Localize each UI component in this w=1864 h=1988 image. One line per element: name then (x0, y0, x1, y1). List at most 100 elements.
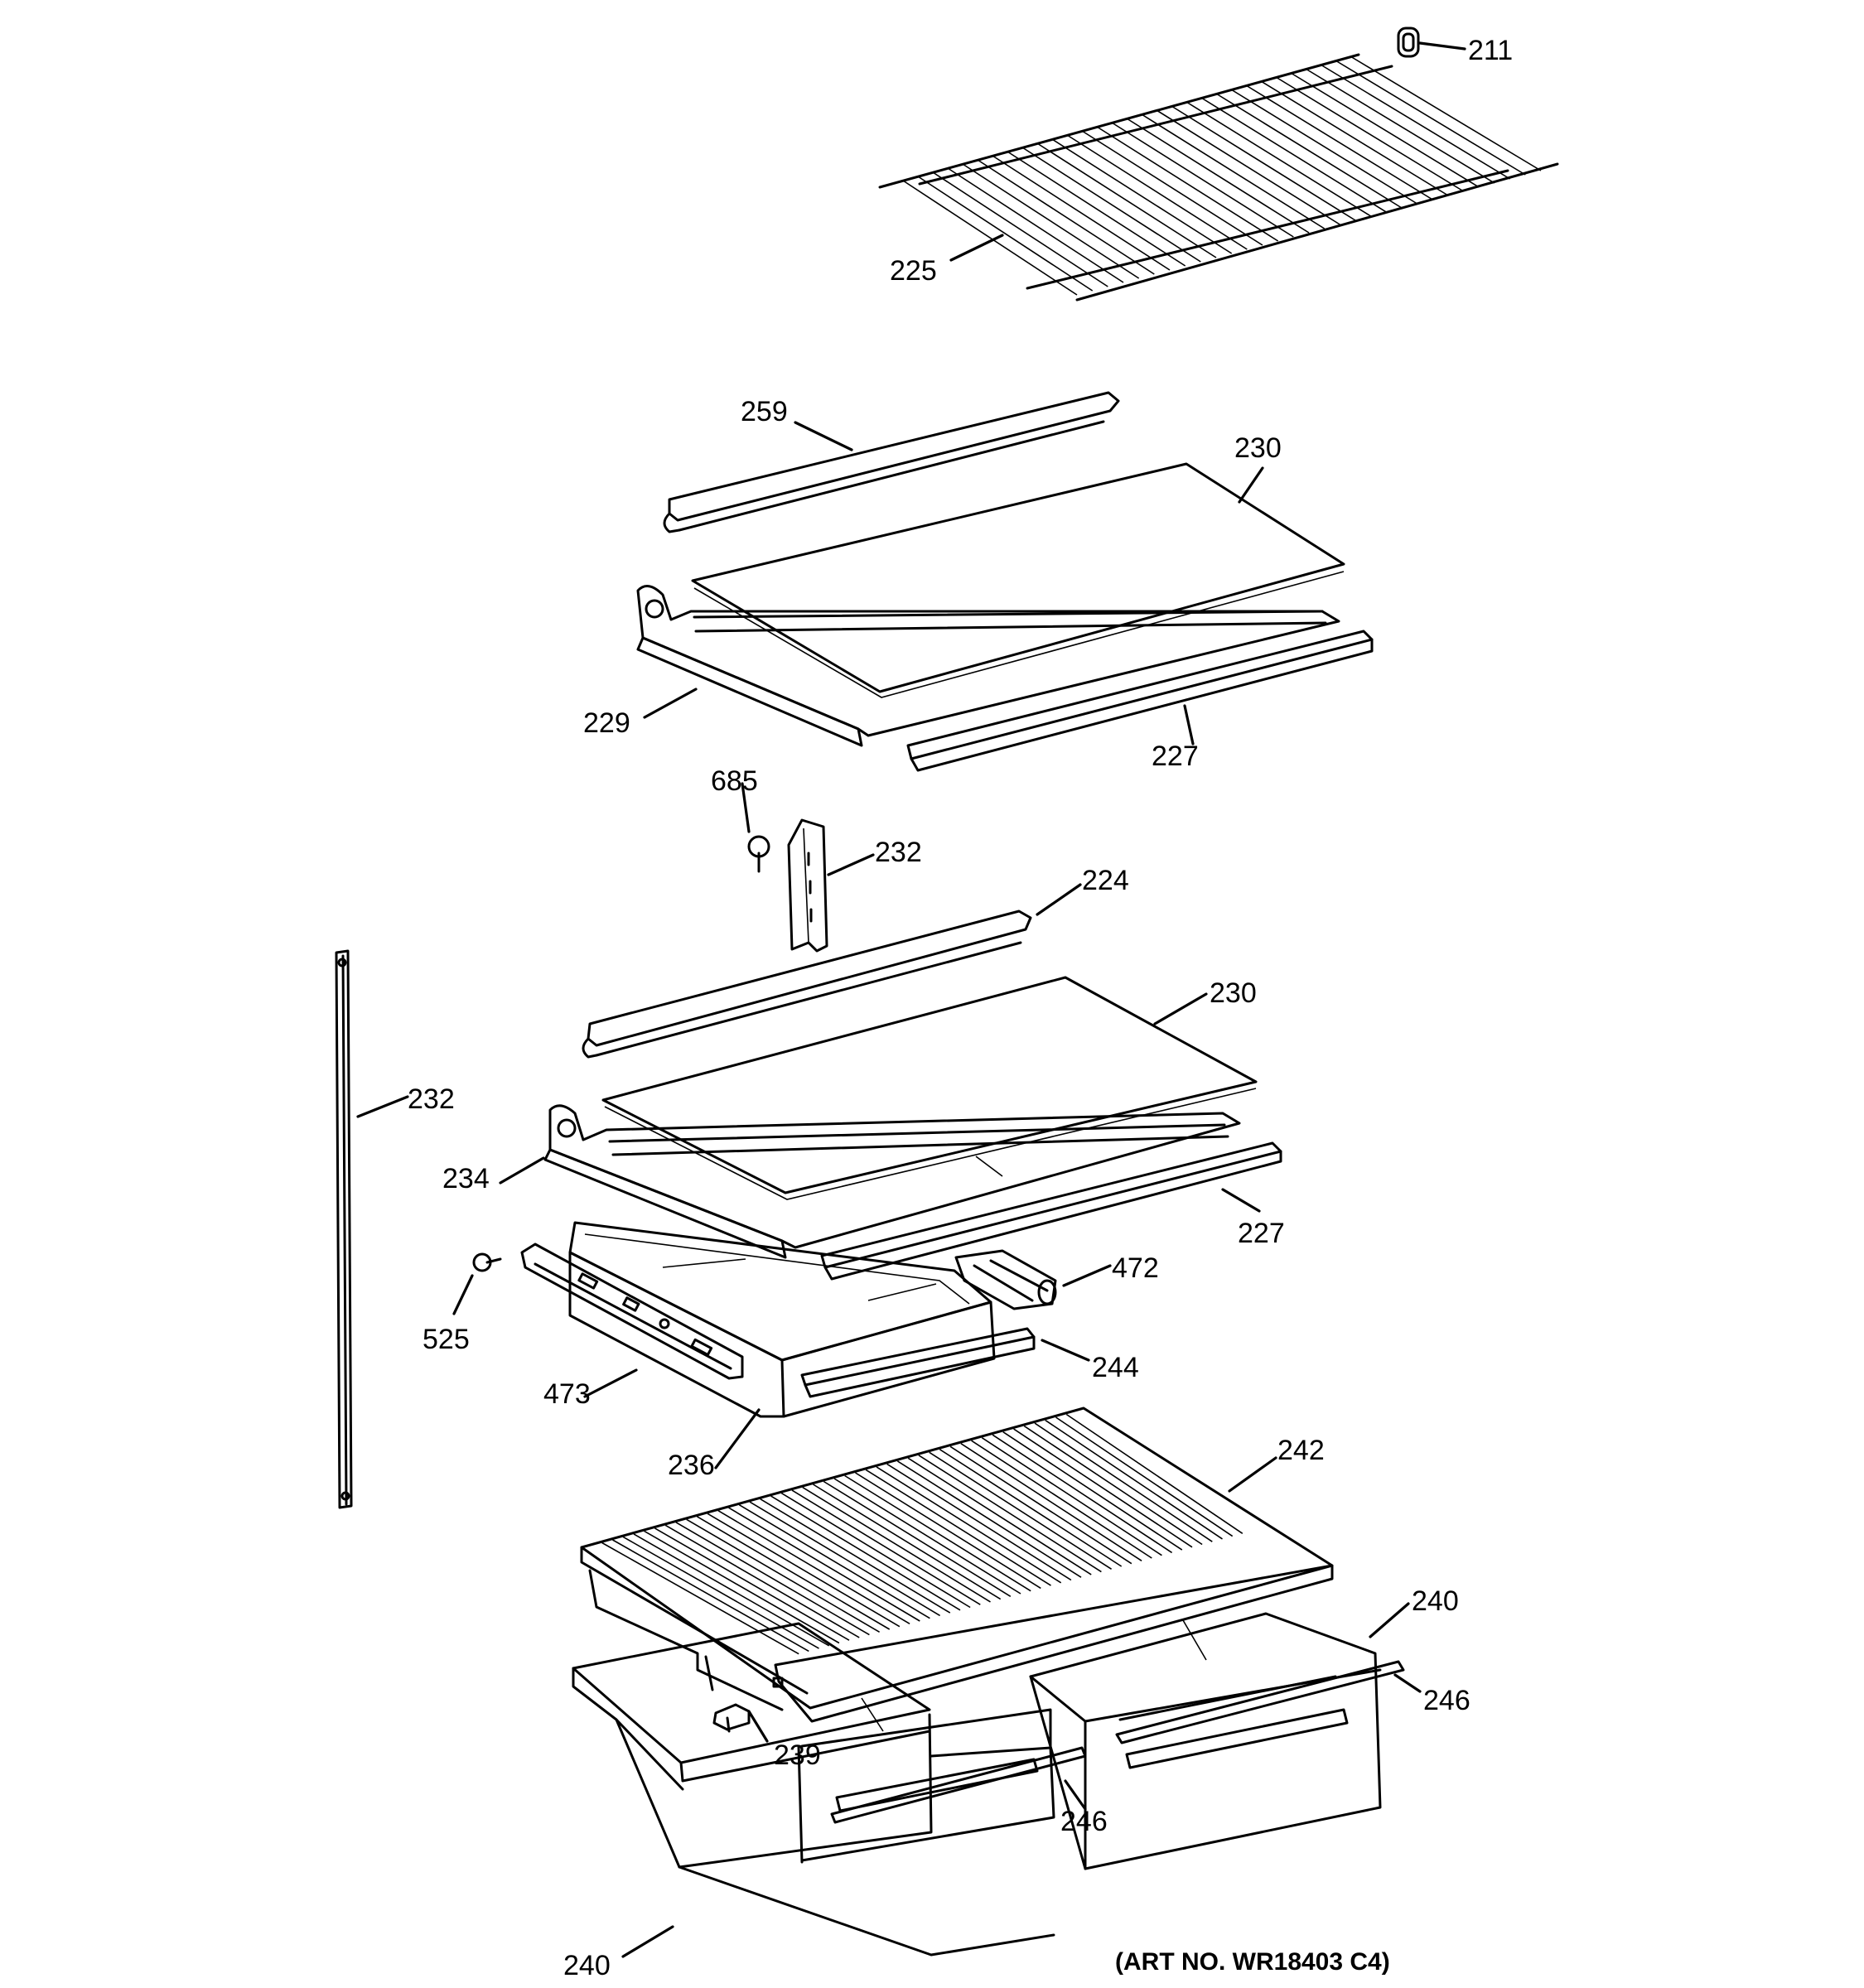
part-259-front-trim (663, 391, 1120, 533)
art-number: (ART NO. WR18403 C4) (1115, 1948, 1390, 1976)
drawing-line (939, 1449, 1123, 1567)
callout-473: 473 (543, 1378, 591, 1410)
callout-685: 685 (711, 765, 758, 797)
callout-244: 244 (1092, 1352, 1139, 1383)
drawing-line (760, 1498, 951, 1614)
part-472-slide-rail (954, 1249, 1112, 1310)
drawing-line (633, 1533, 830, 1647)
drawing-line (932, 171, 1108, 287)
part-525-screw (452, 1252, 502, 1315)
drawing-line (1126, 118, 1310, 234)
drawing-line (664, 1524, 860, 1638)
callout-236: 236 (668, 1450, 715, 1481)
part-239-clip (712, 1703, 769, 1743)
drawing-line (1051, 138, 1233, 254)
drawing-line (1055, 1416, 1234, 1537)
callout-525: 525 (423, 1324, 470, 1355)
drawing-line (1275, 76, 1465, 192)
drawing-line (1350, 55, 1542, 171)
part-244-front-rail (800, 1327, 1090, 1398)
drawing-line (770, 1495, 961, 1611)
drawing-line (876, 1466, 1062, 1584)
drawing-line (1023, 1425, 1203, 1546)
callout-232-left: 232 (408, 1083, 455, 1115)
drawing-line (1215, 93, 1403, 209)
drawing-line (1260, 80, 1449, 196)
drawing-line (1036, 142, 1217, 258)
drawing-line (1290, 72, 1480, 188)
drawing-line (918, 1455, 1102, 1573)
part-232-upright-top (787, 818, 875, 953)
drawing-line (1245, 84, 1433, 200)
drawing-line (1171, 105, 1356, 221)
drawing-line (707, 1513, 901, 1628)
part-685-screw-upper (741, 782, 770, 873)
drawing-line (1002, 1431, 1183, 1551)
part-246-handle-left (830, 1746, 1087, 1824)
drawing-line (960, 1443, 1142, 1561)
drawing-line (1034, 1422, 1213, 1542)
part-227-front-rail-upper (906, 630, 1374, 772)
callout-225: 225 (890, 255, 937, 287)
part-473-side-rail (520, 1242, 744, 1398)
drawing-line (1156, 109, 1340, 225)
part-246-handle-right (1115, 1660, 1422, 1744)
drawing-line (907, 1457, 1092, 1575)
callout-227-upper: 227 (1152, 741, 1199, 772)
callout-246-left: 246 (1060, 1806, 1108, 1837)
drawing-line (1320, 64, 1511, 180)
drawing-line (977, 159, 1155, 275)
callout-224: 224 (1082, 865, 1129, 896)
callout-229: 229 (583, 707, 630, 739)
callout-246-right: 246 (1423, 1685, 1470, 1716)
drawing-line (929, 1451, 1113, 1570)
drawing-line (601, 1542, 799, 1655)
part-240-crisper-drawer-left (572, 1622, 1055, 1958)
drawing-line (981, 1437, 1162, 1556)
drawing-line (696, 1516, 891, 1630)
drawing-line (686, 1518, 881, 1633)
drawing-line (1305, 68, 1495, 184)
drawing-line (844, 1474, 1031, 1592)
drawing-line (1186, 101, 1372, 217)
callout-240-right: 240 (1412, 1585, 1459, 1617)
callout-240-left: 240 (563, 1950, 611, 1981)
drawing-line (1045, 1419, 1223, 1540)
part-229-shelf-frame (636, 585, 1340, 747)
callout-472: 472 (1112, 1252, 1159, 1284)
drawing-line (1111, 122, 1294, 238)
part-242-crisper-cover (580, 1407, 1334, 1723)
drawing-line (1230, 89, 1418, 205)
drawing-line (992, 155, 1171, 271)
drawing-line (902, 180, 1078, 296)
drawing-line (749, 1501, 941, 1617)
drawing-line (865, 1469, 1051, 1586)
drawing-line (896, 1460, 1082, 1578)
drawing-line (833, 1478, 1021, 1595)
drawing-line (654, 1527, 850, 1641)
drawing-line (622, 1536, 819, 1649)
drawing-line (738, 1504, 930, 1619)
drawing-line (612, 1539, 809, 1653)
callout-211: 211 (1468, 35, 1513, 66)
drawing-line (728, 1507, 920, 1622)
drawing-line (855, 1472, 1041, 1590)
drawing-line (947, 167, 1124, 283)
part-224-front-trim (582, 883, 1082, 1059)
drawing-line (675, 1522, 870, 1636)
drawing-line (1081, 130, 1263, 246)
callout-232-top: 232 (875, 837, 922, 868)
part-232-upright-left (335, 949, 409, 1509)
part-227-front-rail-lower (820, 1141, 1282, 1281)
drawing-line (780, 1492, 971, 1609)
part-230-glass-shelf-upper (691, 462, 1345, 698)
part-236-meat-pan (568, 1221, 996, 1469)
drawing-line (813, 1484, 1002, 1600)
callout-234: 234 (442, 1163, 490, 1194)
drawing-line (791, 1489, 981, 1605)
callout-230-lower: 230 (1210, 977, 1257, 1009)
drawing-line (717, 1510, 910, 1624)
drawing-line (823, 1480, 1012, 1597)
drawing-line (1335, 60, 1526, 176)
drawing-line (802, 1486, 991, 1603)
